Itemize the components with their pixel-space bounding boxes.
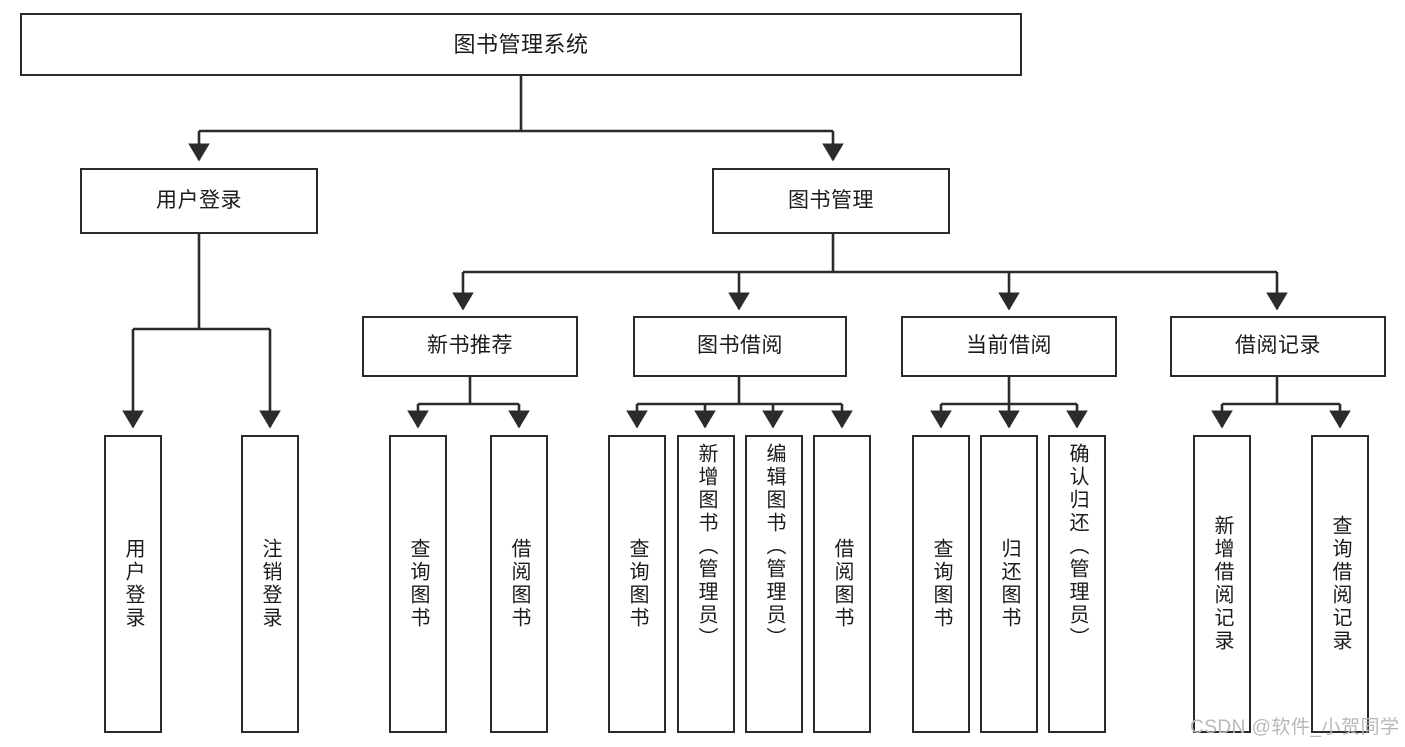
node-label: 查询图书 [930,538,952,630]
node-book-management[interactable]: 图书管理 [712,168,950,234]
node-label: 编辑图书（管理员） [763,443,785,650]
node-label: 查询图书 [626,538,648,630]
node-book-borrow[interactable]: 图书借阅 [633,316,847,377]
leaf-user-login-logout[interactable]: 注销登录 [241,435,299,733]
node-label: 确认归还（管理员） [1066,443,1088,650]
node-label: 新增借阅记录 [1211,515,1233,653]
leaf-borrow-record-query[interactable]: 查询借阅记录 [1311,435,1369,733]
node-new-book-recommend[interactable]: 新书推荐 [362,316,578,377]
node-label: 图书管理系统 [453,31,589,57]
leaf-current-borrow-query[interactable]: 查询图书 [912,435,970,733]
node-user-login[interactable]: 用户登录 [80,168,318,234]
node-label: 当前借阅 [966,334,1052,358]
node-label: 图书管理 [788,188,874,212]
node-borrow-record[interactable]: 借阅记录 [1170,316,1386,377]
leaf-new-book-borrow[interactable]: 借阅图书 [490,435,548,733]
csdn-watermark: CSDN @软件_小贺同学 [1190,717,1400,738]
node-root-system[interactable]: 图书管理系统 [20,13,1022,76]
leaf-borrow-record-add[interactable]: 新增借阅记录 [1193,435,1251,733]
node-label: 图书借阅 [697,334,783,358]
leaf-book-borrow-add[interactable]: 新增图书（管理员） [677,435,735,733]
node-label: 新增图书（管理员） [695,443,717,650]
leaf-current-borrow-return[interactable]: 归还图书 [980,435,1038,733]
leaf-new-book-query[interactable]: 查询图书 [389,435,447,733]
node-label: 查询借阅记录 [1329,515,1351,653]
node-label: 新书推荐 [427,334,513,358]
node-label: 注销登录 [259,538,281,630]
leaf-book-borrow-query[interactable]: 查询图书 [608,435,666,733]
node-label: 归还图书 [998,538,1020,630]
node-label: 借阅图书 [508,538,530,630]
node-label: 查询图书 [407,538,429,630]
node-label: 借阅图书 [831,538,853,630]
node-current-borrow[interactable]: 当前借阅 [901,316,1117,377]
node-label: 借阅记录 [1235,334,1321,358]
leaf-book-borrow-edit[interactable]: 编辑图书（管理员） [745,435,803,733]
node-label: 用户登录 [122,538,144,630]
leaf-book-borrow-borrow[interactable]: 借阅图书 [813,435,871,733]
node-label: 用户登录 [156,188,242,212]
leaf-user-login-login[interactable]: 用户登录 [104,435,162,733]
leaf-current-borrow-confirm-return[interactable]: 确认归还（管理员） [1048,435,1106,733]
